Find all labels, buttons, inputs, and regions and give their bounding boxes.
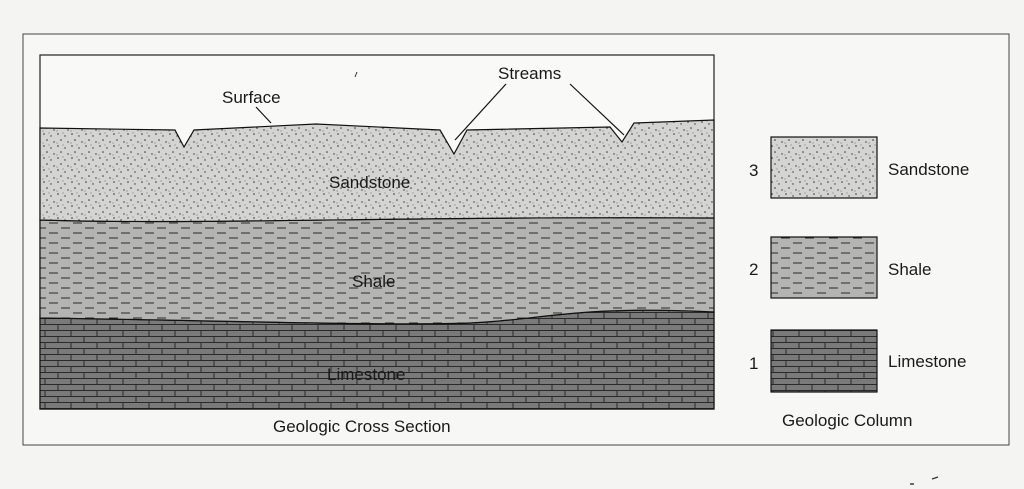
column-swatch-limestone xyxy=(770,329,878,393)
streams-label: Streams xyxy=(498,64,561,83)
column-swatch-shale xyxy=(770,236,878,299)
column-number-1: 1 xyxy=(749,354,758,373)
column-swatch-sandstone xyxy=(770,136,878,199)
surface-leader xyxy=(255,106,272,124)
streams-leader-left xyxy=(454,83,507,141)
stray-mark-bottom-2 xyxy=(931,476,939,480)
column-number-3: 3 xyxy=(749,161,758,180)
column-caption: Geologic Column xyxy=(782,411,912,430)
column-name-sandstone: Sandstone xyxy=(888,160,969,179)
sandstone-layer xyxy=(39,119,715,223)
cross-section-caption: Geologic Cross Section xyxy=(273,417,451,436)
layer-label-limestone: Limestone xyxy=(327,365,405,384)
column-name-limestone: Limestone xyxy=(888,352,966,371)
geologic-column: 3 Sandstone 2 Shale 1 Limestone Geologic… xyxy=(749,136,969,430)
streams-leader-right xyxy=(569,83,625,136)
surface-label: Surface xyxy=(222,88,281,107)
column-name-shale: Shale xyxy=(888,260,931,279)
stray-mark xyxy=(354,71,358,78)
column-number-2: 2 xyxy=(749,260,758,279)
layer-label-sandstone: Sandstone xyxy=(329,173,410,192)
shale-layer xyxy=(39,217,715,325)
limestone-layer xyxy=(39,309,715,410)
layer-label-shale: Shale xyxy=(352,272,395,291)
